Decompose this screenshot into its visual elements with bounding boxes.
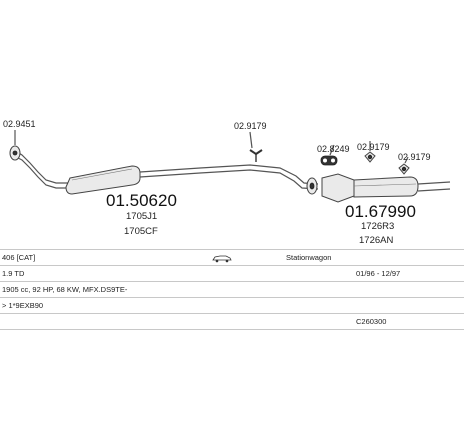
part-number-hanger-rear-a: 02.9179 (357, 142, 390, 152)
hanger-rear-a-icon (364, 151, 376, 163)
middle-silencer-icon (65, 165, 141, 195)
clamp-left-icon (9, 145, 21, 161)
clamp-rear-pipe-icon (306, 177, 318, 195)
rear-silencer-icon (321, 173, 451, 203)
hanger-rear-b-icon (398, 163, 410, 175)
note-label: > 1*9EXB90 (2, 301, 44, 310)
exhaust-diagram: 02.9451 02.9179 02.8249 02.9179 02.9179 … (3, 119, 451, 246)
leader-clamp-rear (329, 144, 335, 156)
intermediate-pipe (139, 164, 319, 185)
rear-silencer-number: 01.67990 (345, 202, 416, 221)
vehicle-info-table: 406 [CAT] Stationwagon 1.9 TD 01/96 - 12… (0, 249, 464, 330)
body-type: Stationwagon (286, 253, 332, 262)
intermediate-pipe-lower (139, 169, 319, 190)
middle-silencer-code-2: 1705CF (124, 226, 158, 237)
info-row-engine: 1.9 TD 01/96 - 12/97 (0, 265, 464, 281)
info-row-model: 406 [CAT] Stationwagon (0, 249, 464, 265)
middle-silencer-number: 01.50620 (106, 191, 177, 210)
car-icon (212, 255, 232, 263)
leader-hanger-rear-b (404, 156, 409, 164)
years-label: 01/96 - 12/97 (356, 269, 401, 278)
part-number-hanger-rear-b: 02.9179 (398, 152, 431, 162)
rear-clamp-icon (320, 155, 338, 166)
rear-silencer-code-1: 1726R3 (361, 221, 394, 232)
part-number-clamp-left: 02.9451 (3, 119, 36, 129)
engine-label: 1.9 TD (2, 269, 25, 278)
model-label: 406 [CAT] (2, 253, 36, 262)
catalog-code: C260300 (356, 317, 387, 326)
leader-hanger-mid (249, 131, 253, 149)
hanger-mid-icon (249, 149, 263, 162)
info-row-specs: 1905 cc, 92 HP, 68 KW, MFX.DS9TE- (0, 281, 464, 297)
specs-label: 1905 cc, 92 HP, 68 KW, MFX.DS9TE- (2, 285, 128, 294)
front-pipe (13, 149, 70, 184)
part-number-clamp-rear: 02.8249 (317, 144, 350, 154)
info-row-note: > 1*9EXB90 (0, 297, 464, 313)
info-row-code: C260300 (0, 313, 464, 330)
rear-silencer-code-2: 1726AN (359, 235, 393, 246)
part-number-hanger-mid: 02.9179 (234, 121, 267, 131)
middle-silencer-code-1: 1705J1 (126, 211, 157, 222)
front-pipe-lower (13, 155, 70, 189)
